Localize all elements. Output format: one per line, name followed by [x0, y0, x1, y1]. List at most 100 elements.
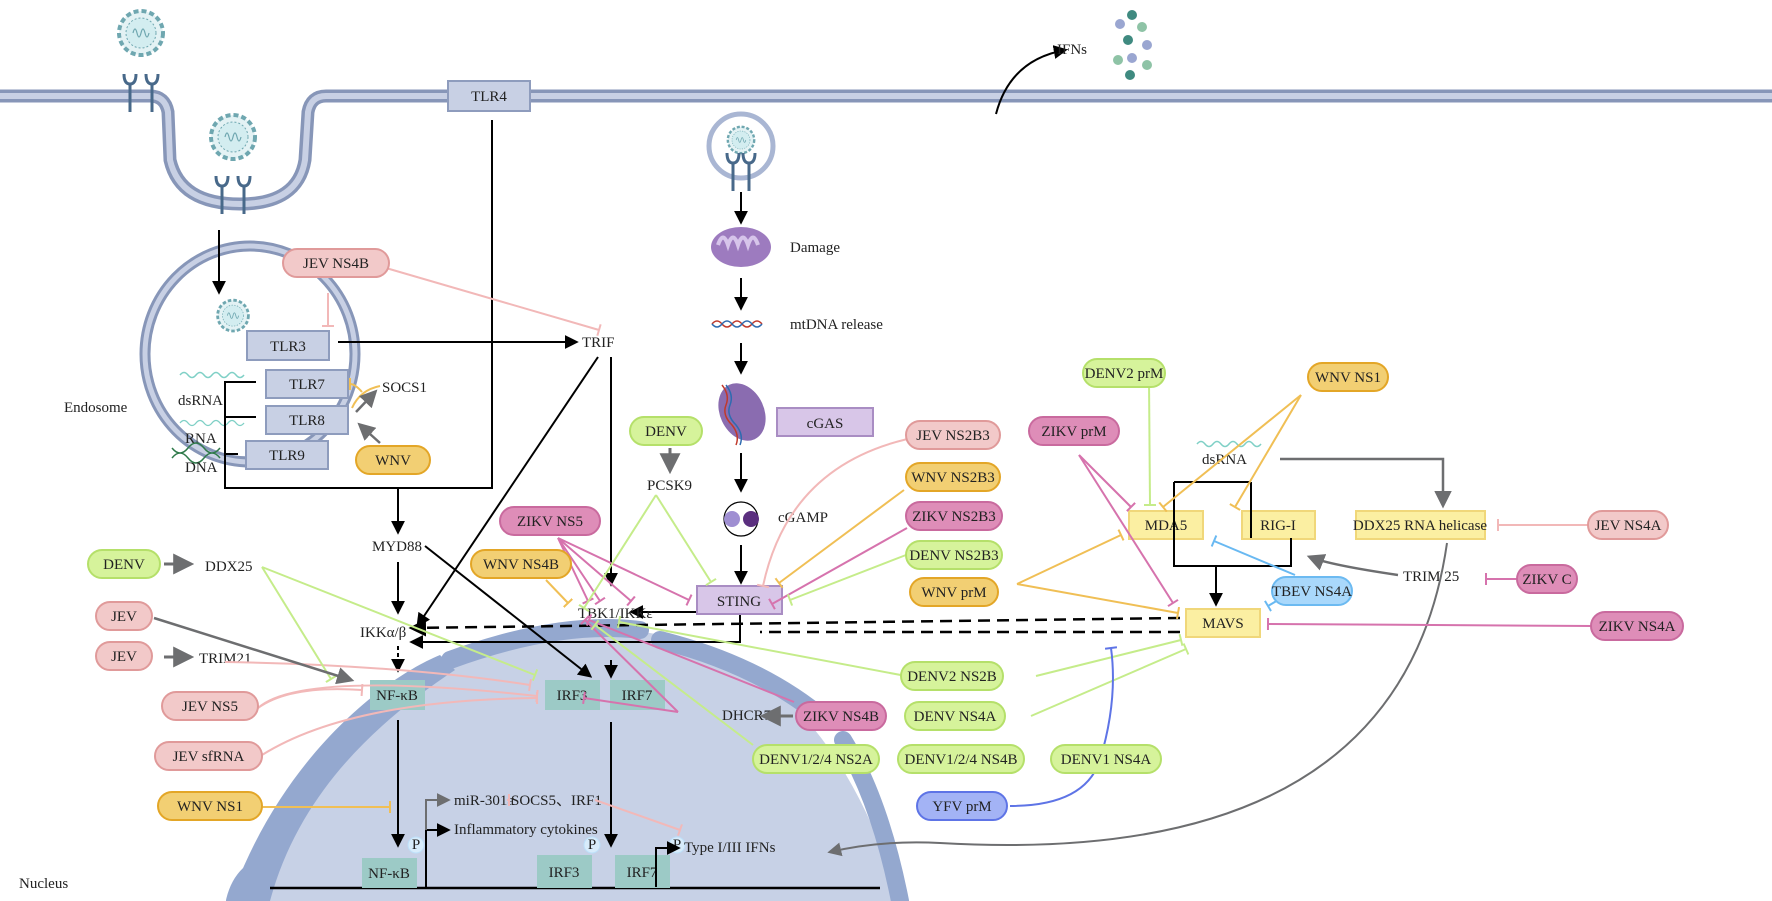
viral-protein-label: WNV NS4B: [483, 557, 559, 573]
tlr3-box: TLR3: [246, 330, 330, 361]
trim25-label: TRIM 25: [1403, 569, 1459, 585]
viral-protein-jev-sfrna: JEV sfRNA: [154, 741, 263, 771]
viral-protein-zikv-ns4b: ZIKV NS4B: [795, 701, 887, 731]
tlr4-box: TLR4: [447, 80, 531, 112]
viral-protein-denv-ns4a: DENV NS4A: [904, 701, 1006, 731]
mtdna-release-label: mtDNA release: [790, 317, 883, 333]
viral-protein-denv2-ns2b: DENV2 NS2B: [900, 661, 1004, 691]
viral-protein-label: JEV NS5: [182, 699, 238, 715]
phospho-badge: P: [407, 836, 425, 854]
mtdna-icon: [711, 320, 763, 328]
trim21-label: TRIM21: [199, 651, 252, 667]
trif-label: TRIF: [582, 335, 615, 351]
dsrna-label: dsRNA: [178, 393, 223, 409]
ifn-molecules-icon: [1113, 10, 1152, 80]
viral-protein-jev-ns4a: JEV NS4A: [1587, 510, 1669, 540]
viral-protein-wnv-ns4b: WNV NS4B: [470, 549, 572, 579]
rigi-box: RIG-I: [1241, 510, 1316, 540]
irf3-nuc-box: IRF3: [537, 855, 592, 888]
viral-protein-wnv-prm: WNV prM: [909, 577, 999, 607]
damage-label: Damage: [790, 240, 840, 256]
viral-protein-label: ZIKV prM: [1041, 424, 1106, 440]
viral-protein-label: DENV NS2B3: [909, 548, 998, 564]
viral-protein-denv124-ns4b: DENV1/2/4 NS4B: [897, 744, 1025, 774]
socs1-label: SOCS1: [382, 380, 427, 396]
viral-protein-label: WNV NS1: [1315, 370, 1381, 386]
socs5-irf1-label: SOCS5、IRF1: [511, 793, 602, 809]
svg-text:NF-κB: NF-κB: [376, 688, 418, 704]
viral-protein-label: JEV sfRNA: [173, 749, 245, 765]
viral-protein-label: ZIKV C: [1522, 572, 1571, 588]
viral-protein-denv1-ns4a: DENV1 NS4A: [1050, 744, 1162, 774]
dsrna-cyto-label: dsRNA: [1202, 452, 1247, 468]
viral-protein-wnv-ns2b3: WNV NS2B3: [905, 462, 1001, 492]
viral-protein-jev-1: JEV: [95, 601, 153, 631]
cgas-dna-icon: [718, 383, 766, 446]
viral-protein-label: JEV NS4B: [303, 256, 369, 272]
dhcr7-label: DHCR7: [722, 708, 772, 724]
viral-protein-label: WNV prM: [921, 585, 986, 601]
mda5-box: MDA5: [1128, 510, 1204, 540]
virus-particle-icon: [209, 113, 257, 161]
svg-text:TLR7: TLR7: [289, 377, 325, 393]
viral-protein-jev-ns5: JEV NS5: [161, 691, 259, 721]
svg-text:P: P: [412, 837, 420, 853]
viral-protein-zikv-ns2b3: ZIKV NS2B3: [905, 501, 1003, 531]
dna-label: DNA: [185, 460, 218, 476]
endocytic-vesicle: [706, 111, 776, 193]
svg-text:TLR3: TLR3: [270, 339, 306, 355]
viral-protein-label: WNV NS1: [177, 799, 243, 815]
viral-protein-denv-ns2b3: DENV NS2B3: [905, 540, 1003, 570]
viral-protein-zikv-ns4a: ZIKV NS4A: [1590, 611, 1684, 641]
viral-protein-label: JEV: [111, 649, 137, 665]
dsrna-icon: [179, 371, 245, 379]
svg-text:TLR4: TLR4: [471, 89, 507, 105]
ddx25-helicase-box: DDX25 RNA helicase: [1353, 510, 1487, 540]
cgas-box: cGAS: [776, 407, 874, 437]
cgamp-label: cGAMP: [778, 510, 828, 526]
tlr7-box: TLR7: [265, 369, 349, 399]
viral-protein-denv-ddx: DENV: [87, 549, 161, 579]
plasma-membrane: [0, 89, 1772, 211]
dsrna-cyto-icon: [1196, 440, 1262, 448]
phospho-badge: P: [583, 836, 601, 854]
svg-text:IRF3: IRF3: [557, 688, 588, 704]
rna-icon: [179, 419, 245, 427]
virus-particle-icon: [117, 9, 165, 57]
ikk-label: IKKα/β: [360, 625, 406, 641]
viral-protein-zikv-c: ZIKV C: [1516, 564, 1578, 594]
viral-protein-wnv-ns1-left: WNV NS1: [157, 791, 263, 821]
svg-text:IRF7: IRF7: [627, 865, 658, 881]
svg-text:STING: STING: [717, 594, 761, 610]
viral-protein-label: DENV2 NS2B: [907, 669, 997, 685]
viral-protein-label: ZIKV NS4A: [1599, 619, 1676, 635]
ifns-label: IFNs: [1057, 42, 1087, 58]
sting-box: STING: [696, 585, 783, 615]
viral-protein-zikv-ns5: ZIKV NS5: [499, 506, 601, 536]
viral-protein-denv124-ns2a: DENV1/2/4 NS2A: [752, 744, 880, 774]
svg-text:TLR9: TLR9: [269, 448, 305, 464]
tlr-bracket: [224, 120, 493, 489]
viral-protein-label: WNV NS2B3: [911, 470, 994, 486]
ddx25-label: DDX25: [205, 559, 253, 575]
viral-protein-label: DENV1/2/4 NS2A: [759, 752, 873, 768]
cgamp-icon: [723, 501, 759, 537]
viral-protein-label: DENV: [103, 557, 145, 573]
viral-protein-jev-2: JEV: [95, 641, 153, 671]
svg-text:DDX25 RNA helicase: DDX25 RNA helicase: [1353, 518, 1487, 534]
viral-protein-label: DENV NS4A: [914, 709, 997, 725]
viral-protein-jev-ns4b: JEV NS4B: [282, 248, 390, 278]
svg-text:TLR8: TLR8: [289, 413, 325, 429]
viral-protein-label: ZIKV NS2B3: [912, 509, 995, 525]
endosome-label: Endosome: [64, 400, 128, 416]
myd88-label: MYD88: [372, 539, 422, 555]
svg-text:NF-κB: NF-κB: [368, 866, 410, 882]
mir301a-label: miR-301a: [454, 793, 514, 809]
viral-protein-label: DENV: [645, 424, 687, 440]
svg-text:P: P: [588, 837, 596, 853]
inflammatory-cytokines-label: Inflammatory cytokines: [454, 822, 598, 838]
type-ifns-label: Type I/III IFNs: [684, 840, 776, 856]
tlr8-box: TLR8: [265, 405, 349, 435]
nucleus-label: Nucleus: [19, 876, 68, 892]
